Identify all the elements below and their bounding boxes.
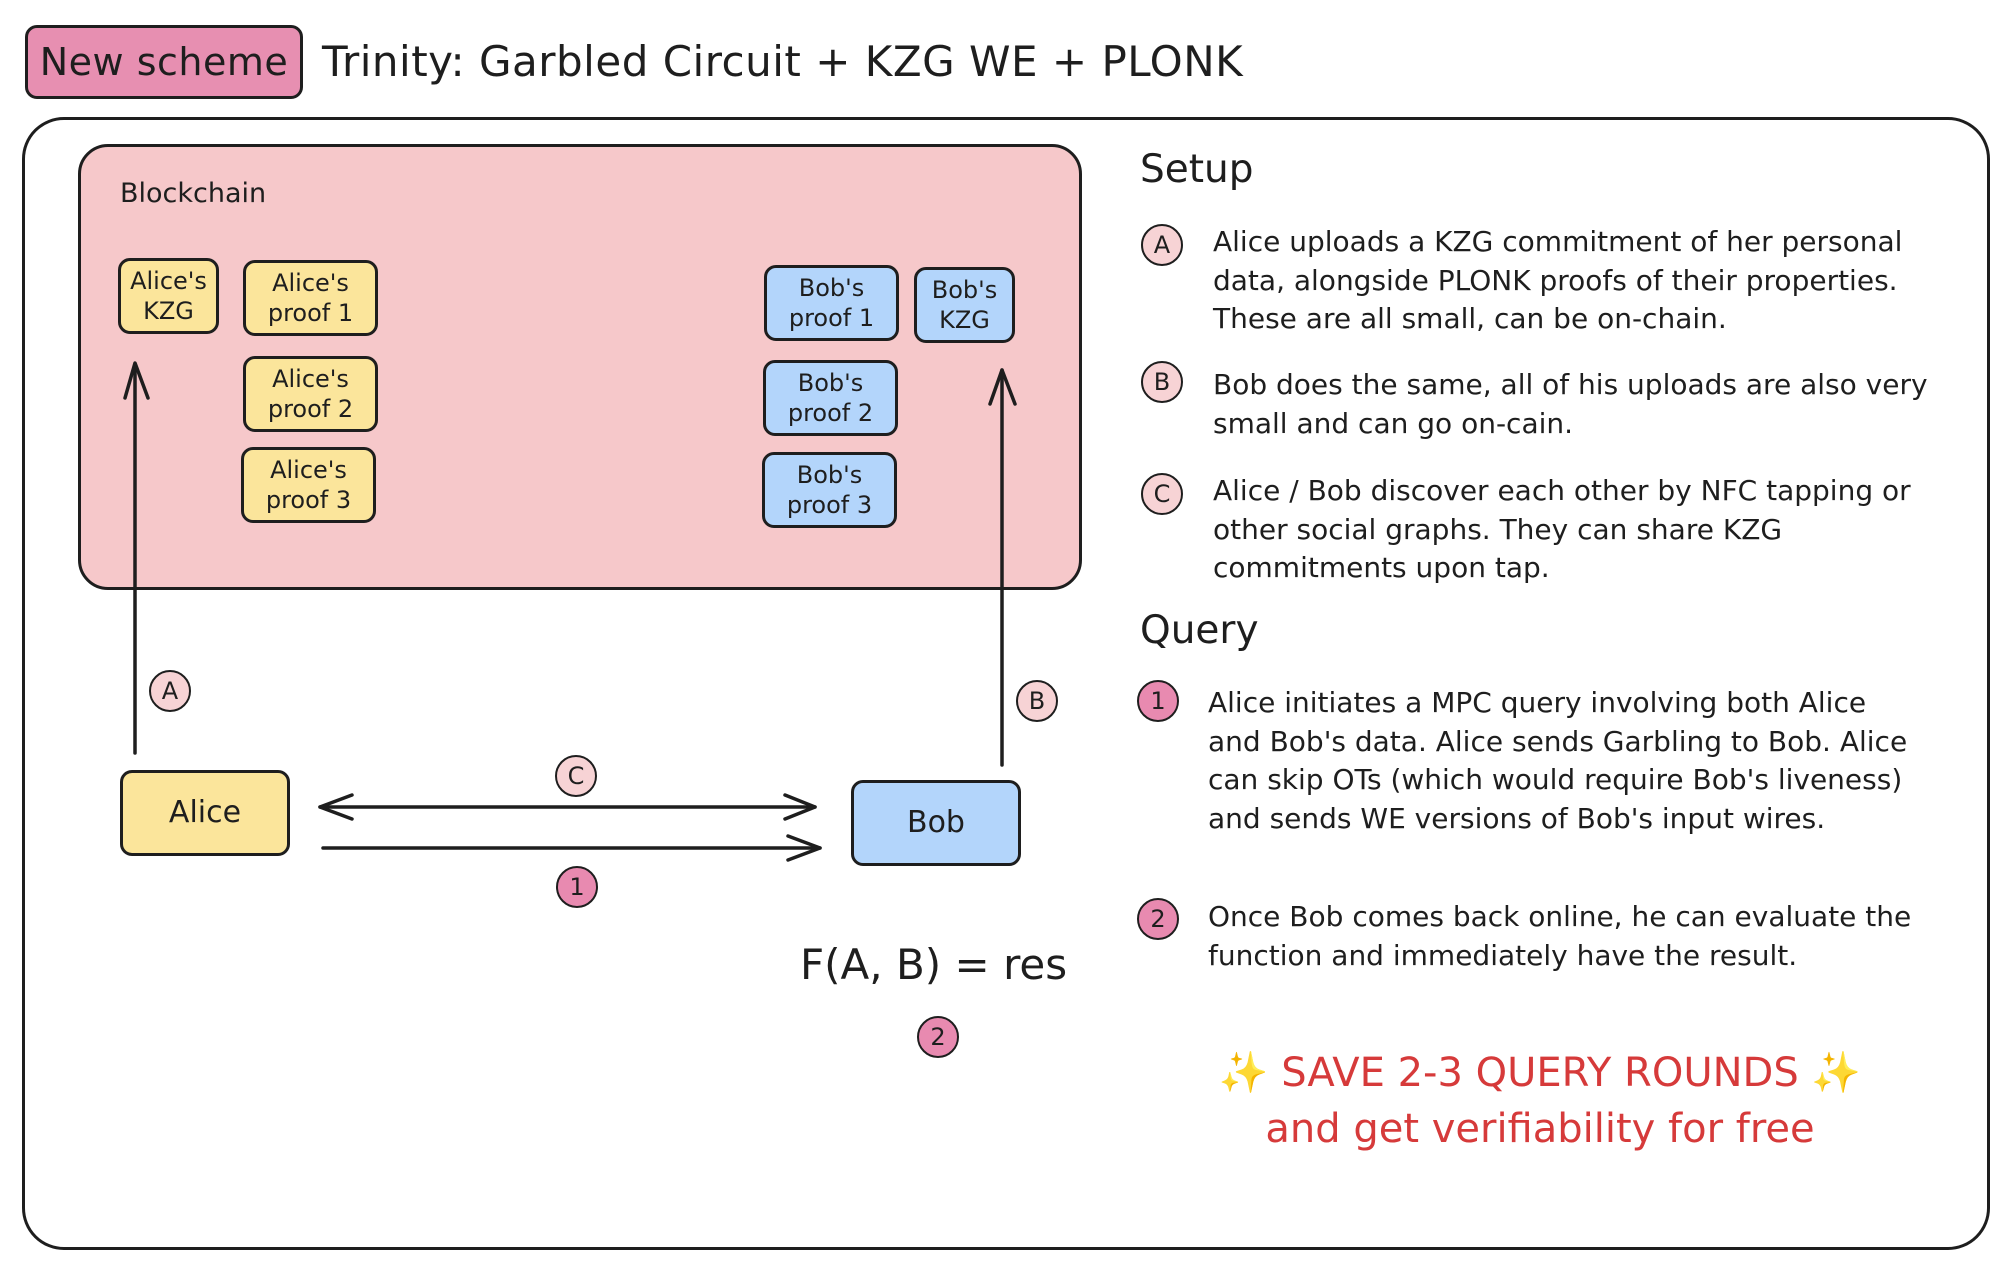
- savings-line-2: and get verifiability for free: [1265, 1106, 1815, 1152]
- setup-marker-a: A: [1141, 224, 1183, 266]
- page-title: Trinity: Garbled Circuit + KZG WE + PLON…: [322, 37, 1244, 86]
- alice-kzg-box: Alice's KZG: [118, 258, 219, 334]
- blockchain-label: Blockchain: [120, 178, 267, 209]
- setup-heading: Setup: [1140, 147, 1254, 192]
- diagram-marker-1: 1: [556, 866, 598, 908]
- alice-node: Alice: [120, 770, 290, 856]
- savings-callout: ✨ SAVE 2-3 QUERY ROUNDS ✨ and get verifi…: [1155, 1045, 1925, 1157]
- setup-step-c-text: Alice / Bob discover each other by NFC t…: [1213, 474, 1911, 584]
- diagram-marker-b: B: [1016, 680, 1058, 722]
- sparkle-icon: ✨: [1218, 1050, 1269, 1096]
- setup-marker-c: C: [1141, 473, 1183, 515]
- result-formula: F(A, B) = res: [800, 940, 1068, 989]
- setup-step-b-text: Bob does the same, all of his uploads ar…: [1213, 368, 1928, 440]
- alice-proof-1-box: Alice's proof 1: [243, 260, 378, 336]
- bob-node: Bob: [851, 780, 1021, 866]
- sparkle-icon: ✨: [1811, 1050, 1862, 1096]
- setup-marker-b: B: [1141, 361, 1183, 403]
- query-heading: Query: [1140, 608, 1259, 653]
- savings-headline: SAVE 2-3 QUERY ROUNDS: [1281, 1050, 1799, 1096]
- alice-upload-arrowhead: [123, 361, 150, 400]
- main-frame: [22, 117, 1990, 1250]
- savings-line-1: ✨ SAVE 2-3 QUERY ROUNDS ✨: [1155, 1045, 1925, 1101]
- bob-proof-3-box: Bob's proof 3: [762, 452, 897, 528]
- new-scheme-badge: New scheme: [25, 25, 303, 99]
- bob-proof-1-box: Bob's proof 1: [764, 265, 899, 341]
- setup-step-a-text: Alice uploads a KZG commitment of her pe…: [1213, 225, 1903, 335]
- diagram-marker-c: C: [555, 755, 597, 797]
- query-marker-1: 1: [1137, 680, 1179, 722]
- bob-upload-arrowhead: [988, 368, 1017, 406]
- alice-proof-2-box: Alice's proof 2: [243, 356, 378, 432]
- query-step-1-text: Alice initiates a MPC query involving bo…: [1208, 686, 1908, 835]
- bob-proof-2-box: Bob's proof 2: [763, 360, 898, 436]
- query-step-2-text: Once Bob comes back online, he can evalu…: [1208, 900, 1912, 972]
- query-marker-2: 2: [1137, 898, 1179, 940]
- diagram-marker-2: 2: [917, 1016, 959, 1058]
- diagram-marker-a: A: [149, 670, 191, 712]
- alice-proof-3-box: Alice's proof 3: [241, 447, 376, 523]
- bob-kzg-box: Bob's KZG: [914, 267, 1015, 343]
